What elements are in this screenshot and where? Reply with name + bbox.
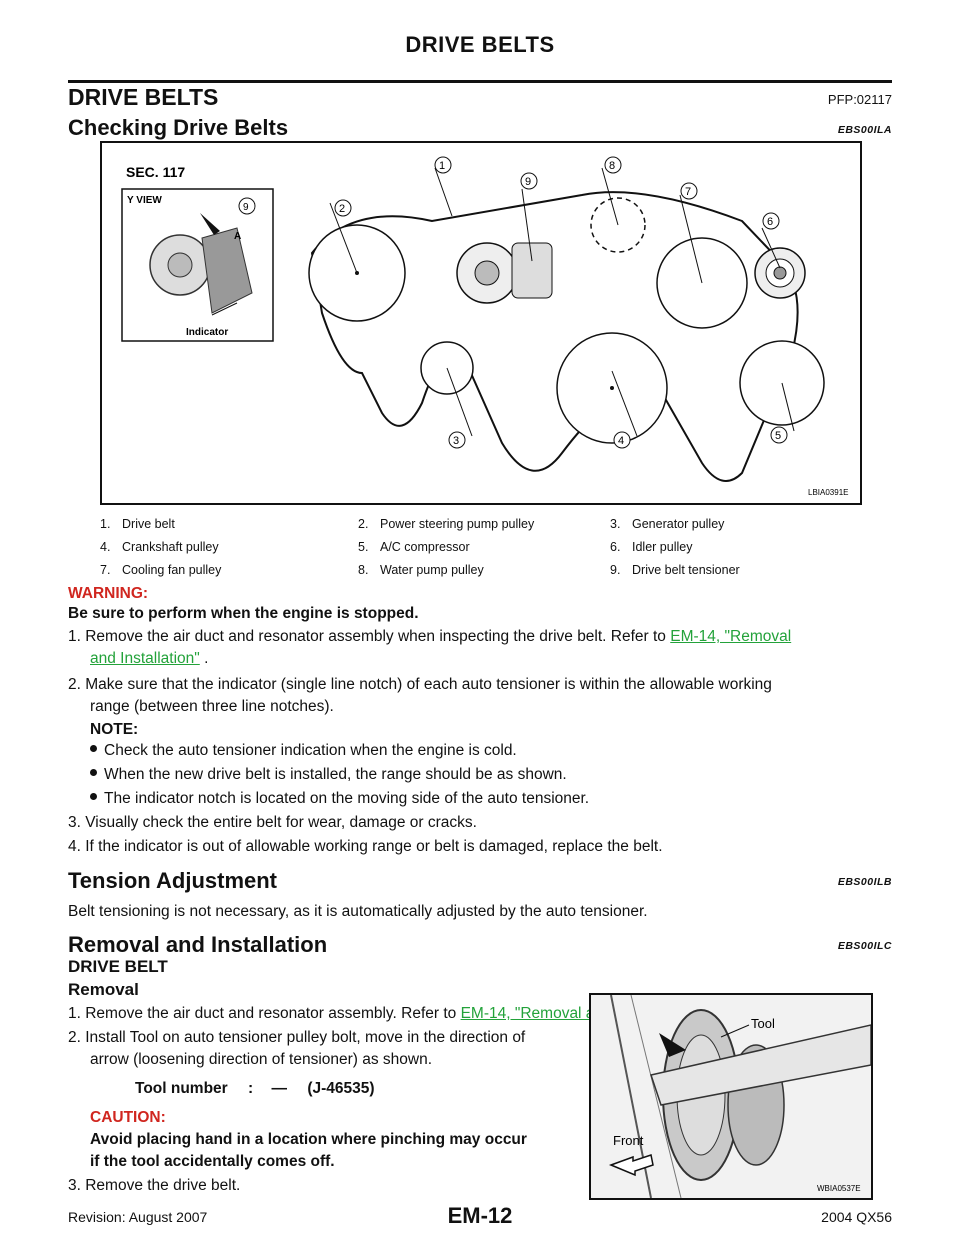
check-step-2-cont: range (between three line notches). — [90, 698, 334, 715]
section-title: DRIVE BELTS — [68, 84, 219, 110]
removal-code: EBS00ILC — [837, 940, 892, 952]
legend-label: Generator pulley — [632, 516, 725, 531]
front-arrow-icon — [608, 1154, 654, 1177]
legend-table: 1. Drive belt 2. Power steering pump pulley… — [100, 512, 860, 581]
drive-belt-subtitle: DRIVE BELT — [68, 957, 168, 976]
footer-revision: Revision: August 2007 — [68, 1209, 208, 1225]
svg-text:1: 1 — [439, 160, 445, 172]
figure-id-2: WBIA0537E — [817, 1184, 861, 1193]
bullet-icon — [90, 745, 97, 753]
svg-text:9: 9 — [243, 202, 249, 213]
check-step-4: 4. If the indicator is out of allowable … — [68, 838, 663, 855]
tool-photo: Tool Front WBIA0537E — [591, 995, 871, 1198]
removal-title: Removal and Installation — [68, 932, 328, 957]
running-header: DRIVE BELTS — [405, 32, 555, 57]
tensioner-bracket — [511, 242, 553, 299]
y-view-label: Y VIEW — [127, 195, 162, 206]
removal-subsubtitle: Removal — [68, 980, 139, 999]
legend-row: 1. Drive belt 2. Power steering pump pulley… — [100, 512, 860, 535]
pfp-code: PFP:02117 — [827, 92, 892, 107]
caution-text-1: Avoid placing hand in a location where p… — [90, 1131, 527, 1148]
tensioner-body-icon — [201, 227, 253, 314]
legend-label: Drive belt tensioner — [632, 562, 740, 577]
legend-number: 6. — [610, 539, 621, 554]
svg-text:6: 6 — [767, 216, 773, 228]
removal-step-2: 2. Install Tool on auto tensioner pulley… — [68, 1029, 526, 1046]
figure-id: LBIA0391E — [808, 488, 848, 497]
legend-number: 7. — [100, 562, 111, 577]
note-label: NOTE: — [90, 721, 139, 738]
tool-figure: Tool Front WBIA0537E — [589, 993, 873, 1200]
drive-belt-figure: SEC. 117 Y VIEW A 9 Indicator 1 — [100, 141, 862, 505]
legend-label: Power steering pump pulley — [380, 516, 535, 531]
svg-text:7: 7 — [685, 186, 691, 198]
legend-label: Cooling fan pulley — [122, 562, 222, 577]
label-a: A — [234, 231, 241, 242]
legend-label: Drive belt — [122, 516, 175, 531]
em14-link-cont[interactable]: and Installation" — [90, 650, 200, 667]
check-step-1-cont: and Installation" . — [90, 650, 209, 667]
removal-step-2-cont: arrow (loosening direction of tensioner)… — [90, 1051, 433, 1068]
svg-text:9: 9 — [525, 176, 531, 188]
check-step-1: 1. Remove the air duct and resonator ass… — [68, 628, 792, 645]
footer-model: 2004 QX56 — [821, 1209, 892, 1225]
tool-label: Tool — [751, 1016, 775, 1031]
legend-number: 5. — [358, 539, 369, 554]
check-step-2: 2. Make sure that the indicator (single … — [68, 676, 772, 693]
tension-code: EBS00ILB — [837, 876, 892, 888]
legend-number: 2. — [358, 516, 369, 531]
note-item-3: The indicator notch is located on the mo… — [90, 788, 589, 810]
caution-text-2: if the tool accidentally comes off. — [90, 1153, 335, 1170]
page-number: EM-12 — [447, 1203, 513, 1228]
svg-text:3: 3 — [453, 435, 459, 447]
tool-number-row: Tool number : — (J-46535) — [135, 1080, 375, 1097]
legend-row: 7. Cooling fan pulley 8. Water pump pulley 9… — [100, 558, 860, 581]
svg-text:5: 5 — [775, 430, 781, 442]
legend-label: A/C compressor — [380, 539, 470, 554]
checking-title: Checking Drive Belts — [68, 115, 289, 140]
warning-text: Be sure to perform when the engine is st… — [68, 605, 419, 622]
em14-link[interactable]: EM-14, "Removal — [670, 628, 792, 645]
svg-text:2: 2 — [339, 203, 345, 215]
svg-text:8: 8 — [609, 160, 615, 172]
indicator-label: Indicator — [186, 327, 228, 338]
legend-row: 4. Crankshaft pulley 5. A/C compressor 6. Idl… — [100, 535, 860, 558]
front-label: Front — [613, 1133, 644, 1148]
legend-number: 9. — [610, 562, 621, 577]
bullet-icon — [90, 769, 97, 777]
tool-arrow-icon — [659, 1033, 686, 1057]
tool-bar-icon — [650, 1024, 871, 1106]
sec-label: SEC. 117 — [126, 164, 185, 180]
belt-diagram: SEC. 117 Y VIEW A 9 Indicator 1 — [121, 156, 848, 497]
legend-label: Crankshaft pulley — [122, 539, 219, 554]
removal-step-3: 3. Remove the drive belt. — [68, 1177, 241, 1194]
legend-number: 1. — [100, 516, 111, 531]
checking-code: EBS00ILA — [837, 124, 892, 136]
arrow-icon — [200, 213, 220, 235]
legend-label: Water pump pulley — [380, 562, 484, 577]
legend-number: 3. — [610, 516, 621, 531]
caution-label: CAUTION: — [90, 1109, 166, 1126]
callouts: 1 2 3 4 5 6 7 8 9 — [329, 156, 795, 449]
note-item-2: When the new drive belt is installed, th… — [90, 764, 567, 786]
bullet-icon — [90, 793, 97, 801]
legend-label: Idler pulley — [632, 539, 693, 554]
tension-title: Tension Adjustment — [68, 868, 277, 893]
header-rule — [68, 80, 892, 83]
tension-text: Belt tensioning is not necessary, as it … — [68, 903, 648, 920]
legend-number: 8. — [358, 562, 369, 577]
check-step-3: 3. Visually check the entire belt for we… — [68, 814, 477, 831]
note-item-1: Check the auto tensioner indication when… — [90, 740, 517, 762]
svg-text:4: 4 — [618, 435, 624, 447]
legend-number: 4. — [100, 539, 111, 554]
warning-label: WARNING: — [68, 585, 149, 602]
